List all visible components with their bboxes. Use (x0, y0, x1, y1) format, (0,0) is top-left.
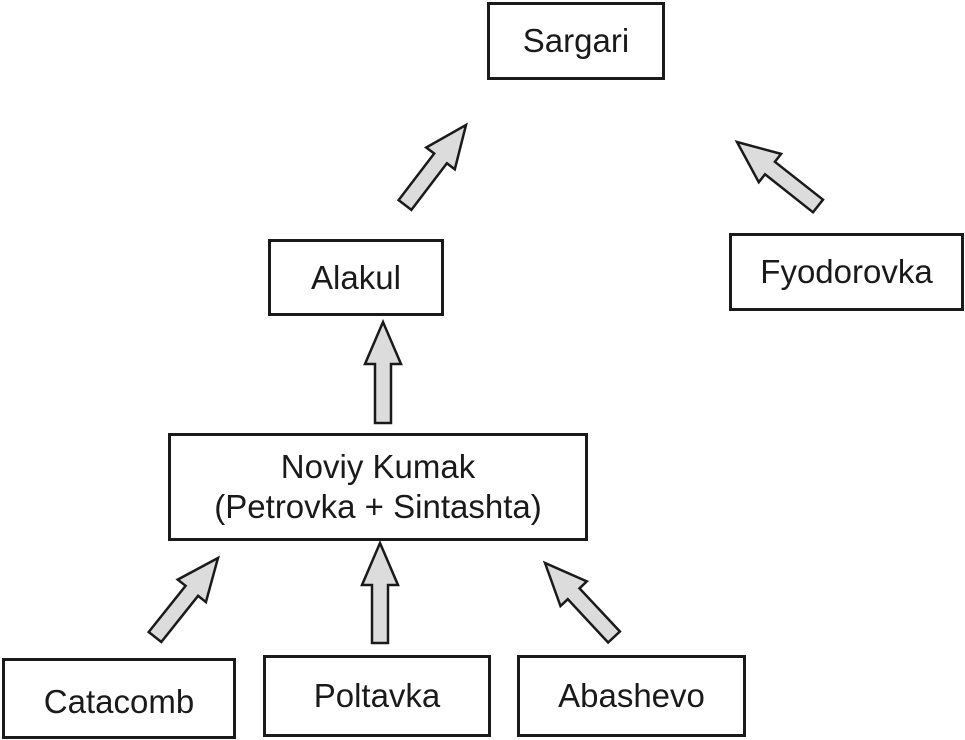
node-alakul: Alakul (268, 239, 444, 316)
arrow-noviy-kumak-to-alakul (363, 318, 403, 425)
node-label: Fyodorovka (760, 253, 933, 290)
node-label: Catacomb (43, 682, 195, 720)
node-poltavka: Poltavka (263, 655, 491, 737)
node-label: Poltavka (313, 677, 441, 714)
node-label: Abashevo (558, 677, 705, 714)
node-sublabel: (Petrovka + Sintashta) (214, 488, 542, 525)
node-label: Alakul (311, 258, 401, 296)
node-sargari: Sargari (487, 2, 665, 80)
node-catacomb: Catacomb (2, 658, 236, 739)
node-label: Sargari (522, 22, 630, 59)
node-abashevo: Abashevo (517, 655, 746, 737)
node-noviy-kumak: Noviy Kumak (Petrovka + Sintashta) (168, 433, 588, 541)
arrow-fyodorovka-to-sargari (734, 140, 825, 215)
arrow-alakul-to-sargari (396, 122, 468, 212)
arrow-abashevo-to-noviy-kumak (542, 560, 622, 645)
arrow-poltavka-to-noviy-kumak (360, 539, 400, 645)
node-fyodorovka: Fyodorovka (729, 233, 964, 311)
node-label: Noviy Kumak (280, 448, 476, 485)
arrow-catacomb-to-noviy-kumak (146, 555, 220, 644)
